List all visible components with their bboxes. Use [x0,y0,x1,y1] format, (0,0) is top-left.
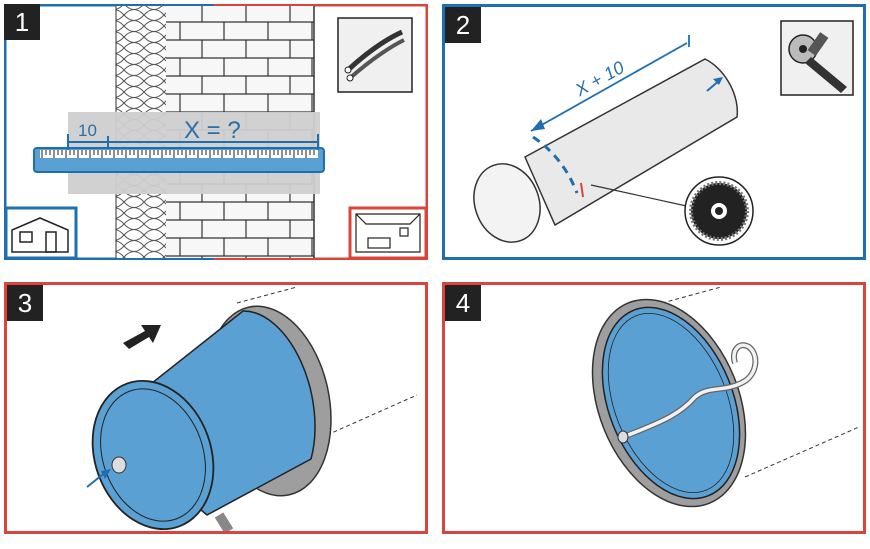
step-2-illustration: X + 10 [473,20,854,246]
step-2-panel: 2 X + 10 [442,4,866,260]
room-icon [348,206,428,260]
angle-grinder-icon [780,20,854,96]
dimension-x-label: X = ? [184,117,241,144]
cut-line [532,135,579,194]
step-number: 4 [445,285,481,321]
seal-membrane [601,306,741,500]
cable-tie-icon [337,17,413,93]
step-number: 3 [7,285,43,321]
step-4-panel: 4 [442,282,866,534]
dimension-10-label: 10 [78,121,97,140]
step-3-illustration [86,286,418,531]
house-icon [4,206,78,260]
step-1-illustration: 10 X = ? [4,4,428,260]
step-3-panel: 3 [4,282,428,534]
step-4-illustration [591,286,860,508]
liner-tube [524,58,739,227]
step-number: 1 [4,4,40,40]
step-number: 2 [445,7,481,43]
sleeve-front [91,379,215,531]
cutting-disc-icon [684,176,754,246]
dimension-length-label: X + 10 [571,57,628,100]
step-1-panel: 1 10 [4,4,428,260]
push-arrow-icon [123,325,161,349]
